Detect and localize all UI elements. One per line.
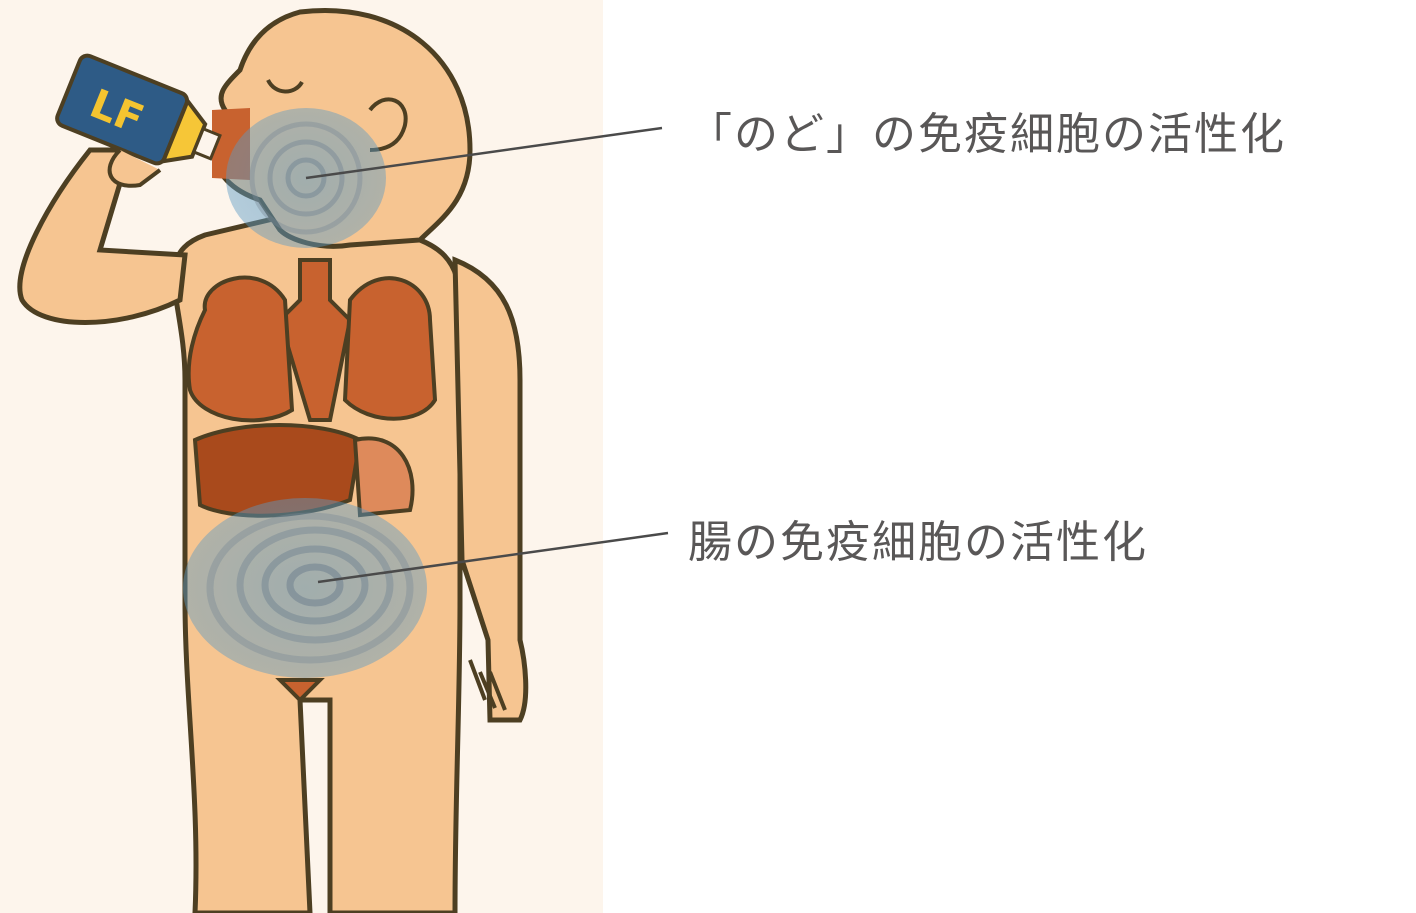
organs	[186, 258, 438, 703]
lf-bottle: LF	[55, 53, 222, 166]
gut-leader-line	[317, 531, 669, 584]
gut-highlight	[183, 498, 427, 678]
throat-leader-line	[305, 126, 663, 180]
gut-immune-label: 腸の免疫細胞の活性化	[688, 517, 1148, 568]
throat-immune-label: 「のど」の免疫細胞の活性化	[688, 109, 1286, 160]
